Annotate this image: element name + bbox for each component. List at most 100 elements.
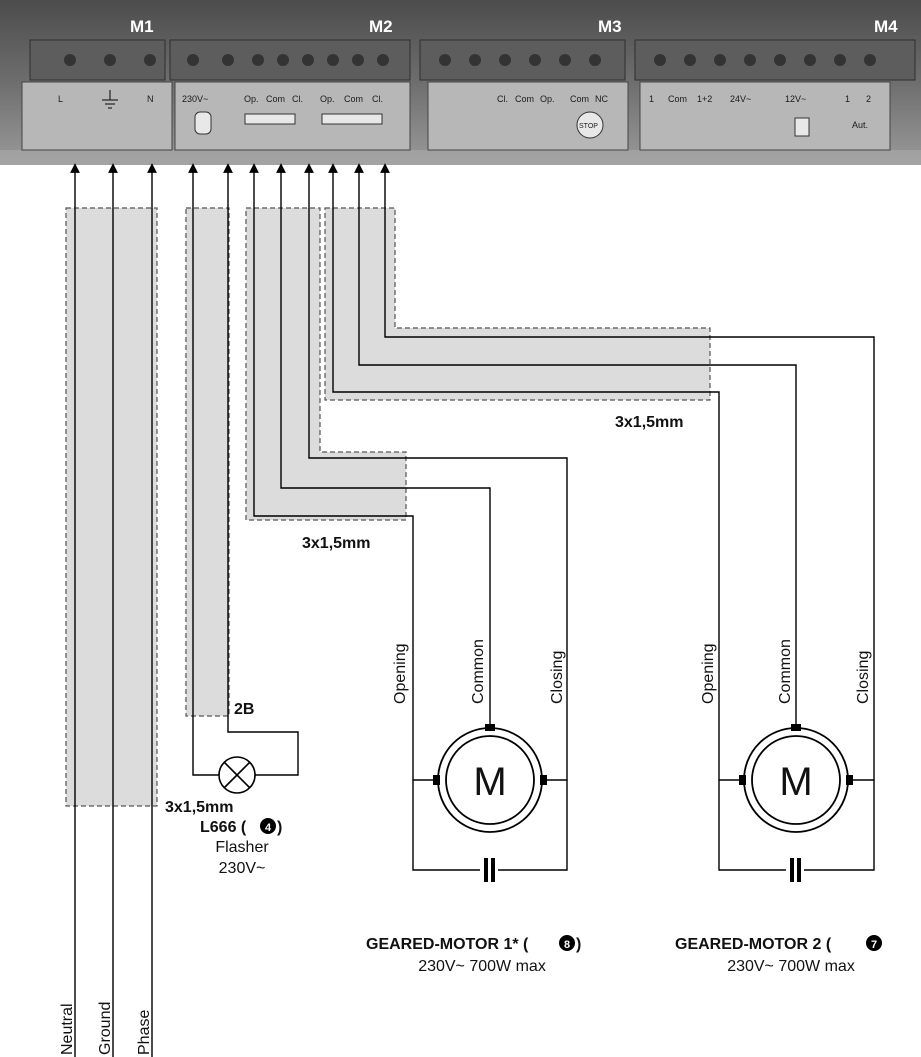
motor2-caption: GEARED-MOTOR 2 ( 7 230V~ 700W max <box>675 935 882 975</box>
motor1-terminal-top <box>485 724 495 731</box>
terminal-screw <box>144 54 156 66</box>
motor1-symbol: M <box>473 760 506 804</box>
module-label-m4: M4 <box>874 17 898 36</box>
module-label-m2: M2 <box>369 17 393 36</box>
m4-label-12v: 12V~ <box>785 94 806 104</box>
power-cable-duct <box>65 207 158 807</box>
terminal-screw <box>327 54 339 66</box>
motor1-ref-number: 8 <box>564 939 570 951</box>
motor1: M <box>412 724 568 882</box>
stop-label: STOP <box>579 123 598 130</box>
terminal-screw <box>469 54 481 66</box>
m4-label-24v: 24V~ <box>730 94 751 104</box>
m4-label-1plus2: 1+2 <box>697 94 712 104</box>
terminal-screw <box>222 54 234 66</box>
motor2-capacitor-wire-left <box>718 780 786 871</box>
motor2: M <box>718 724 875 882</box>
stop-icon <box>576 111 604 139</box>
motor2-cable-duct <box>324 207 711 401</box>
m3-label-com: Com <box>515 94 534 104</box>
terminal-screw <box>714 54 726 66</box>
m3-label-com2: Com <box>570 94 589 104</box>
terminal-screw <box>187 54 199 66</box>
terminal-block-m2: 230V~ Op. Com Cl. Op. Com Cl. M2 <box>169 17 411 151</box>
m1-label-l: L <box>58 94 63 104</box>
motor2-terminal-right <box>846 775 853 785</box>
motor1-ref-badge <box>559 935 575 951</box>
motor1-closing-wire <box>304 163 568 781</box>
terminal-face-m4 <box>639 81 891 151</box>
motor2-opening-wire <box>328 163 740 781</box>
flasher-wire-b <box>223 163 299 776</box>
capacitor-icon <box>790 858 801 882</box>
m4-label-1: 1 <box>649 94 654 104</box>
motor1-capacitor-wire-left <box>412 780 480 871</box>
motor1-closing-label: Closing <box>549 651 566 704</box>
motor2-inner-circle <box>751 735 841 825</box>
motor2-cable-size: 3x1,5mm <box>615 414 684 431</box>
m2-label-cl2: Cl. <box>372 94 383 104</box>
flasher-caption: L666 ( 4 ) Flasher 230V~ <box>200 818 282 877</box>
terminal-block-m4: 1 Com 1+2 24V~ 12V~ 1 2 Aut. M4 <box>634 17 916 151</box>
m2-label-op1: Op. <box>244 94 259 104</box>
terminal-block-m1: L N M1 <box>21 17 173 151</box>
terminal-screw <box>684 54 696 66</box>
motor2-ref-badge <box>866 935 882 951</box>
terminal-screw <box>64 54 76 66</box>
motor1-inner-circle <box>445 735 535 825</box>
motor1-spec: 230V~ 700W max <box>418 958 546 975</box>
flasher-model: L666 ( <box>200 819 247 836</box>
m2-label-op2: Op. <box>320 94 335 104</box>
flasher-voltage: 230V~ <box>219 860 266 877</box>
power-cable-size: 3x1,5mm <box>165 799 234 816</box>
flasher-name: Flasher <box>215 839 269 856</box>
motor2-spec: 230V~ 700W max <box>727 958 855 975</box>
terminal-screw <box>439 54 451 66</box>
motor1-opening-wire <box>249 163 435 781</box>
flasher-ref-number: 4 <box>265 822 272 834</box>
neutral-label: Neutral <box>59 1003 76 1055</box>
terminal-screw <box>352 54 364 66</box>
m2-label-com2: Com <box>344 94 363 104</box>
module-label-m1: M1 <box>130 17 154 36</box>
terminal-screw <box>499 54 511 66</box>
flasher-cable-type: 2B <box>234 701 254 718</box>
terminal-screw <box>377 54 389 66</box>
m3-label-nc: NC <box>595 94 608 104</box>
terminal-screw <box>252 54 264 66</box>
motor2-opening-label: Opening <box>700 644 717 705</box>
terminal-screw <box>654 54 666 66</box>
lamp-icon <box>194 111 212 135</box>
terminal-screw <box>834 54 846 66</box>
terminal-housing-m1 <box>29 39 166 81</box>
terminal-screw <box>529 54 541 66</box>
module-label-m3: M3 <box>598 17 622 36</box>
flasher-wire-a <box>188 163 219 776</box>
m4-label-b: 2 <box>866 94 871 104</box>
m2-label-cl1: Cl. <box>292 94 303 104</box>
terminal-screw <box>559 54 571 66</box>
m2-label-com1: Com <box>266 94 285 104</box>
terminal-screw <box>804 54 816 66</box>
motor1-title-close: ) <box>576 936 581 953</box>
terminal-screw <box>774 54 786 66</box>
ground-label: Ground <box>97 1002 114 1055</box>
flasher-ref-badge <box>260 818 276 834</box>
motor-arm-icon <box>321 113 383 125</box>
terminal-screw <box>589 54 601 66</box>
motor1-cable-duct <box>245 207 407 521</box>
m4-label-aut: Aut. <box>852 120 868 130</box>
terminal-screw <box>744 54 756 66</box>
terminal-screw <box>277 54 289 66</box>
motor1-caption: GEARED-MOTOR 1* ( 8 ) 230V~ 700W max <box>366 935 581 975</box>
lamp-cross <box>223 761 251 789</box>
lock-icon <box>794 117 810 137</box>
motor2-symbol: M <box>779 760 812 804</box>
motor2-terminal-left <box>739 775 746 785</box>
terminal-housing-m2 <box>169 39 411 81</box>
motor1-common-wire <box>276 163 491 727</box>
board-bottom-edge <box>0 150 921 165</box>
terminal-screw <box>302 54 314 66</box>
motor2-common-wire <box>354 163 797 727</box>
m1-label-n: N <box>147 94 154 104</box>
